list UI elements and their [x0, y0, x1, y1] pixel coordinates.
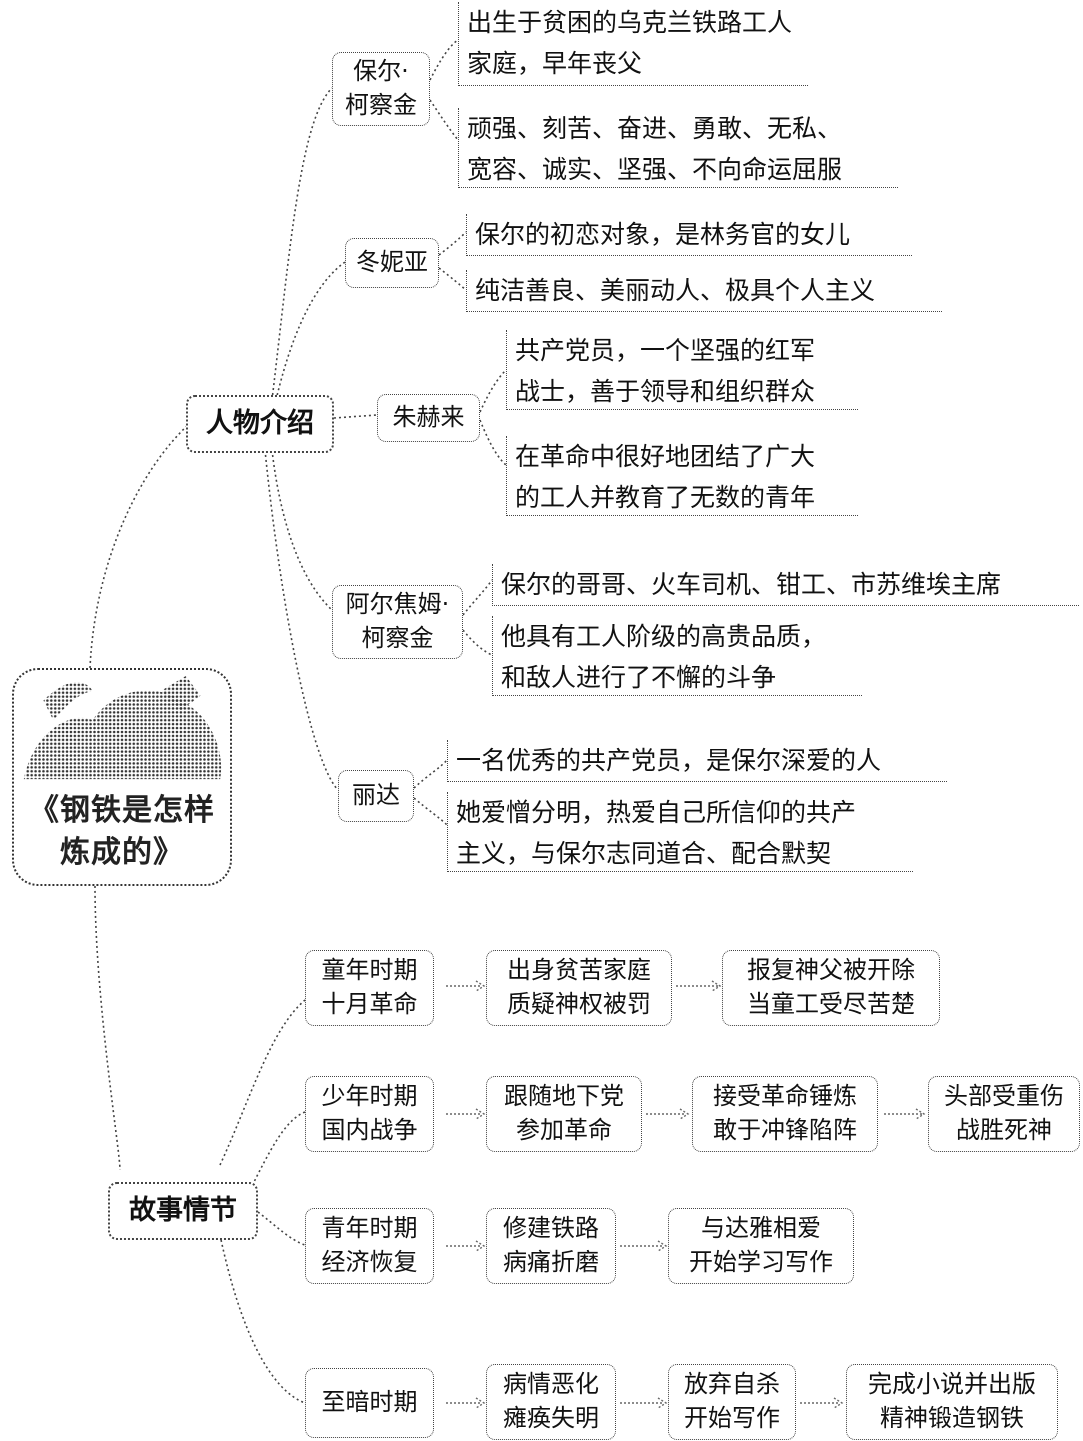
character-name-paul: 保尔· 柯察金: [332, 52, 430, 126]
plot-stage-youth: 少年时期 国内战争: [305, 1076, 434, 1152]
plot-node: 故事情节: [108, 1182, 258, 1240]
characters-node: 人物介绍: [186, 395, 334, 453]
plot-stage-darkest: 至暗时期: [305, 1368, 434, 1438]
plot-step: 病情恶化 瘫痪失明: [486, 1364, 616, 1440]
character-desc: 她爱憎分明，热爱自己所信仰的共产 主义，与保尔志同道合、配合默契: [447, 792, 913, 872]
character-desc: 保尔的初恋对象，是林务官的女儿: [466, 214, 912, 256]
character-desc: 他具有工人阶级的高贵品质， 和敌人进行了不懈的斗争: [492, 616, 862, 696]
plot-step: 放弃自杀 开始写作: [668, 1364, 796, 1440]
character-name-artyom: 阿尔焦姆· 柯察金: [332, 585, 463, 659]
plot-step: 与达雅相爱 开始学习写作: [668, 1208, 854, 1284]
root-title: 《钢铁是怎样炼成的》: [29, 793, 215, 870]
character-desc: 在革命中很好地团结了广大 的工人并教育了无数的青年: [506, 436, 858, 516]
character-desc: 出生于贫困的乌克兰铁路工人 家庭，早年丧父: [458, 2, 808, 86]
plot-stage-young-adult: 青年时期 经济恢复: [305, 1208, 434, 1284]
character-name-tonya: 冬妮亚: [345, 238, 439, 288]
character-desc: 共产党员，一个坚强的红军 战士，善于领导和组织群众: [506, 330, 858, 410]
plot-step: 头部受重伤 战胜死神: [928, 1076, 1080, 1152]
plot-step: 接受革命锤炼 敢于冲锋陷阵: [692, 1076, 878, 1152]
character-desc: 顽强、刻苦、奋进、勇敢、无私、 宽容、诚实、坚强、不向命运屈服: [458, 108, 898, 188]
plot-step: 完成小说并出版 精神锻造钢铁: [846, 1364, 1058, 1440]
plot-step: 出身贫苦家庭 质疑神权被罚: [486, 950, 672, 1026]
character-desc: 一名优秀的共产党员，是保尔深爱的人: [447, 740, 947, 782]
character-desc: 纯洁善良、美丽动人、极具个人主义: [466, 270, 942, 312]
character-name-zhukhrai: 朱赫来: [377, 394, 480, 442]
root-node: 《钢铁是怎样炼成的》: [12, 668, 232, 886]
character-desc: 保尔的哥哥、火车司机、钳工、市苏维埃主席: [492, 564, 1079, 606]
plot-stage-childhood: 童年时期 十月革命: [305, 950, 434, 1026]
character-name-rita: 丽达: [338, 770, 414, 822]
plot-step: 报复神父被开除 当童工受尽苦楚: [722, 950, 940, 1026]
plot-step: 修建铁路 病痛折磨: [486, 1208, 616, 1284]
plot-step: 跟随地下党 参加革命: [486, 1076, 642, 1152]
book-illustration: [23, 676, 222, 780]
